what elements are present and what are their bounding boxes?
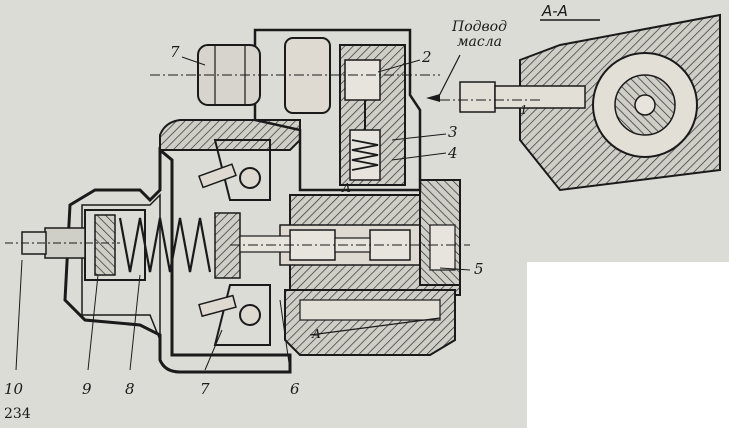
oil-supply-arrow xyxy=(426,54,461,102)
section-view xyxy=(440,13,721,192)
oil-supply-line-2: масла xyxy=(456,33,503,50)
upper-block xyxy=(253,28,422,192)
callout-5: 5 xyxy=(474,260,484,278)
lower-block xyxy=(284,289,456,356)
flyweight-lower xyxy=(198,284,271,346)
top-boss xyxy=(150,44,440,106)
page-number: 234 xyxy=(4,406,31,422)
callout-8: 8 xyxy=(125,380,135,398)
callout-4: 4 xyxy=(448,144,458,162)
valve-body xyxy=(230,179,470,296)
callout-9: 9 xyxy=(82,380,92,398)
flyweight-upper xyxy=(198,139,271,201)
oil-supply-caption: Подвод масла xyxy=(452,20,507,49)
callout-6: 6 xyxy=(290,380,300,398)
callout-7-bottom: 7 xyxy=(200,380,210,398)
callout-3: 3 xyxy=(448,123,458,141)
blank-corner xyxy=(527,262,729,428)
callout-10: 10 xyxy=(4,380,24,398)
callout-1: 1 xyxy=(520,103,528,117)
section-mark: А-А xyxy=(542,2,568,20)
regulator-housing xyxy=(63,119,301,374)
callout-a-lower: А xyxy=(312,327,322,341)
callout-2: 2 xyxy=(422,48,432,66)
spring-assembly xyxy=(5,209,241,281)
callout-a-upper: А xyxy=(342,181,352,195)
callout-7-top: 7 xyxy=(170,43,180,61)
leader-lines xyxy=(15,56,471,371)
oil-supply-line-1: Подвод xyxy=(452,19,507,35)
